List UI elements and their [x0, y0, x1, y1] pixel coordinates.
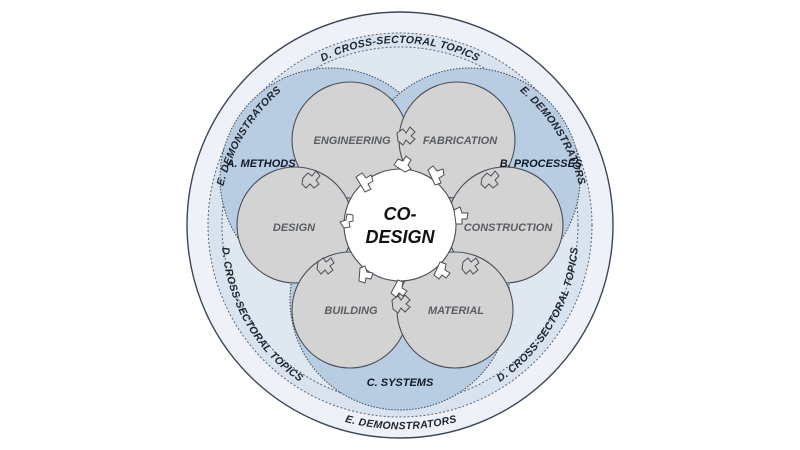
connector-left: [301, 170, 321, 189]
petal-label-building: BUILDING: [324, 305, 378, 317]
hub-notch-left: [339, 213, 354, 229]
hub-notch-top-right: [427, 165, 445, 186]
connector-bottom-left: [316, 257, 335, 275]
hub-notch-bottom-right: [433, 261, 451, 280]
connector-bottom-right: [461, 257, 480, 275]
petal-label-construction: CONSTRUCTION: [464, 222, 554, 234]
hub-notch-bottom-left: [358, 265, 374, 284]
center-hub: [339, 155, 469, 298]
center-label-line2: DESIGN: [365, 227, 435, 247]
segment-label-processes: B. PROCESSES: [500, 158, 583, 170]
center-label-line1: CO-: [384, 204, 417, 224]
segment-label-systems: C. SYSTEMS: [367, 377, 434, 389]
hub-notch-bottom: [390, 279, 408, 298]
connector-top: [396, 126, 416, 146]
hub-notch-right: [453, 206, 469, 225]
connector-bottom: [391, 294, 411, 314]
hub-notch-top: [393, 155, 412, 173]
petal-label-fabrication: FABRICATION: [423, 135, 498, 147]
puzzle-connectors: [301, 126, 500, 314]
petal-label-material: MATERIAL: [428, 305, 484, 317]
segment-label-methods: A. METHODS: [225, 158, 296, 170]
connector-right: [480, 170, 500, 189]
petal-label-design: DESIGN: [273, 222, 316, 234]
hub-notch-top-left: [355, 172, 374, 193]
petal-label-engineering: ENGINEERING: [313, 135, 390, 147]
